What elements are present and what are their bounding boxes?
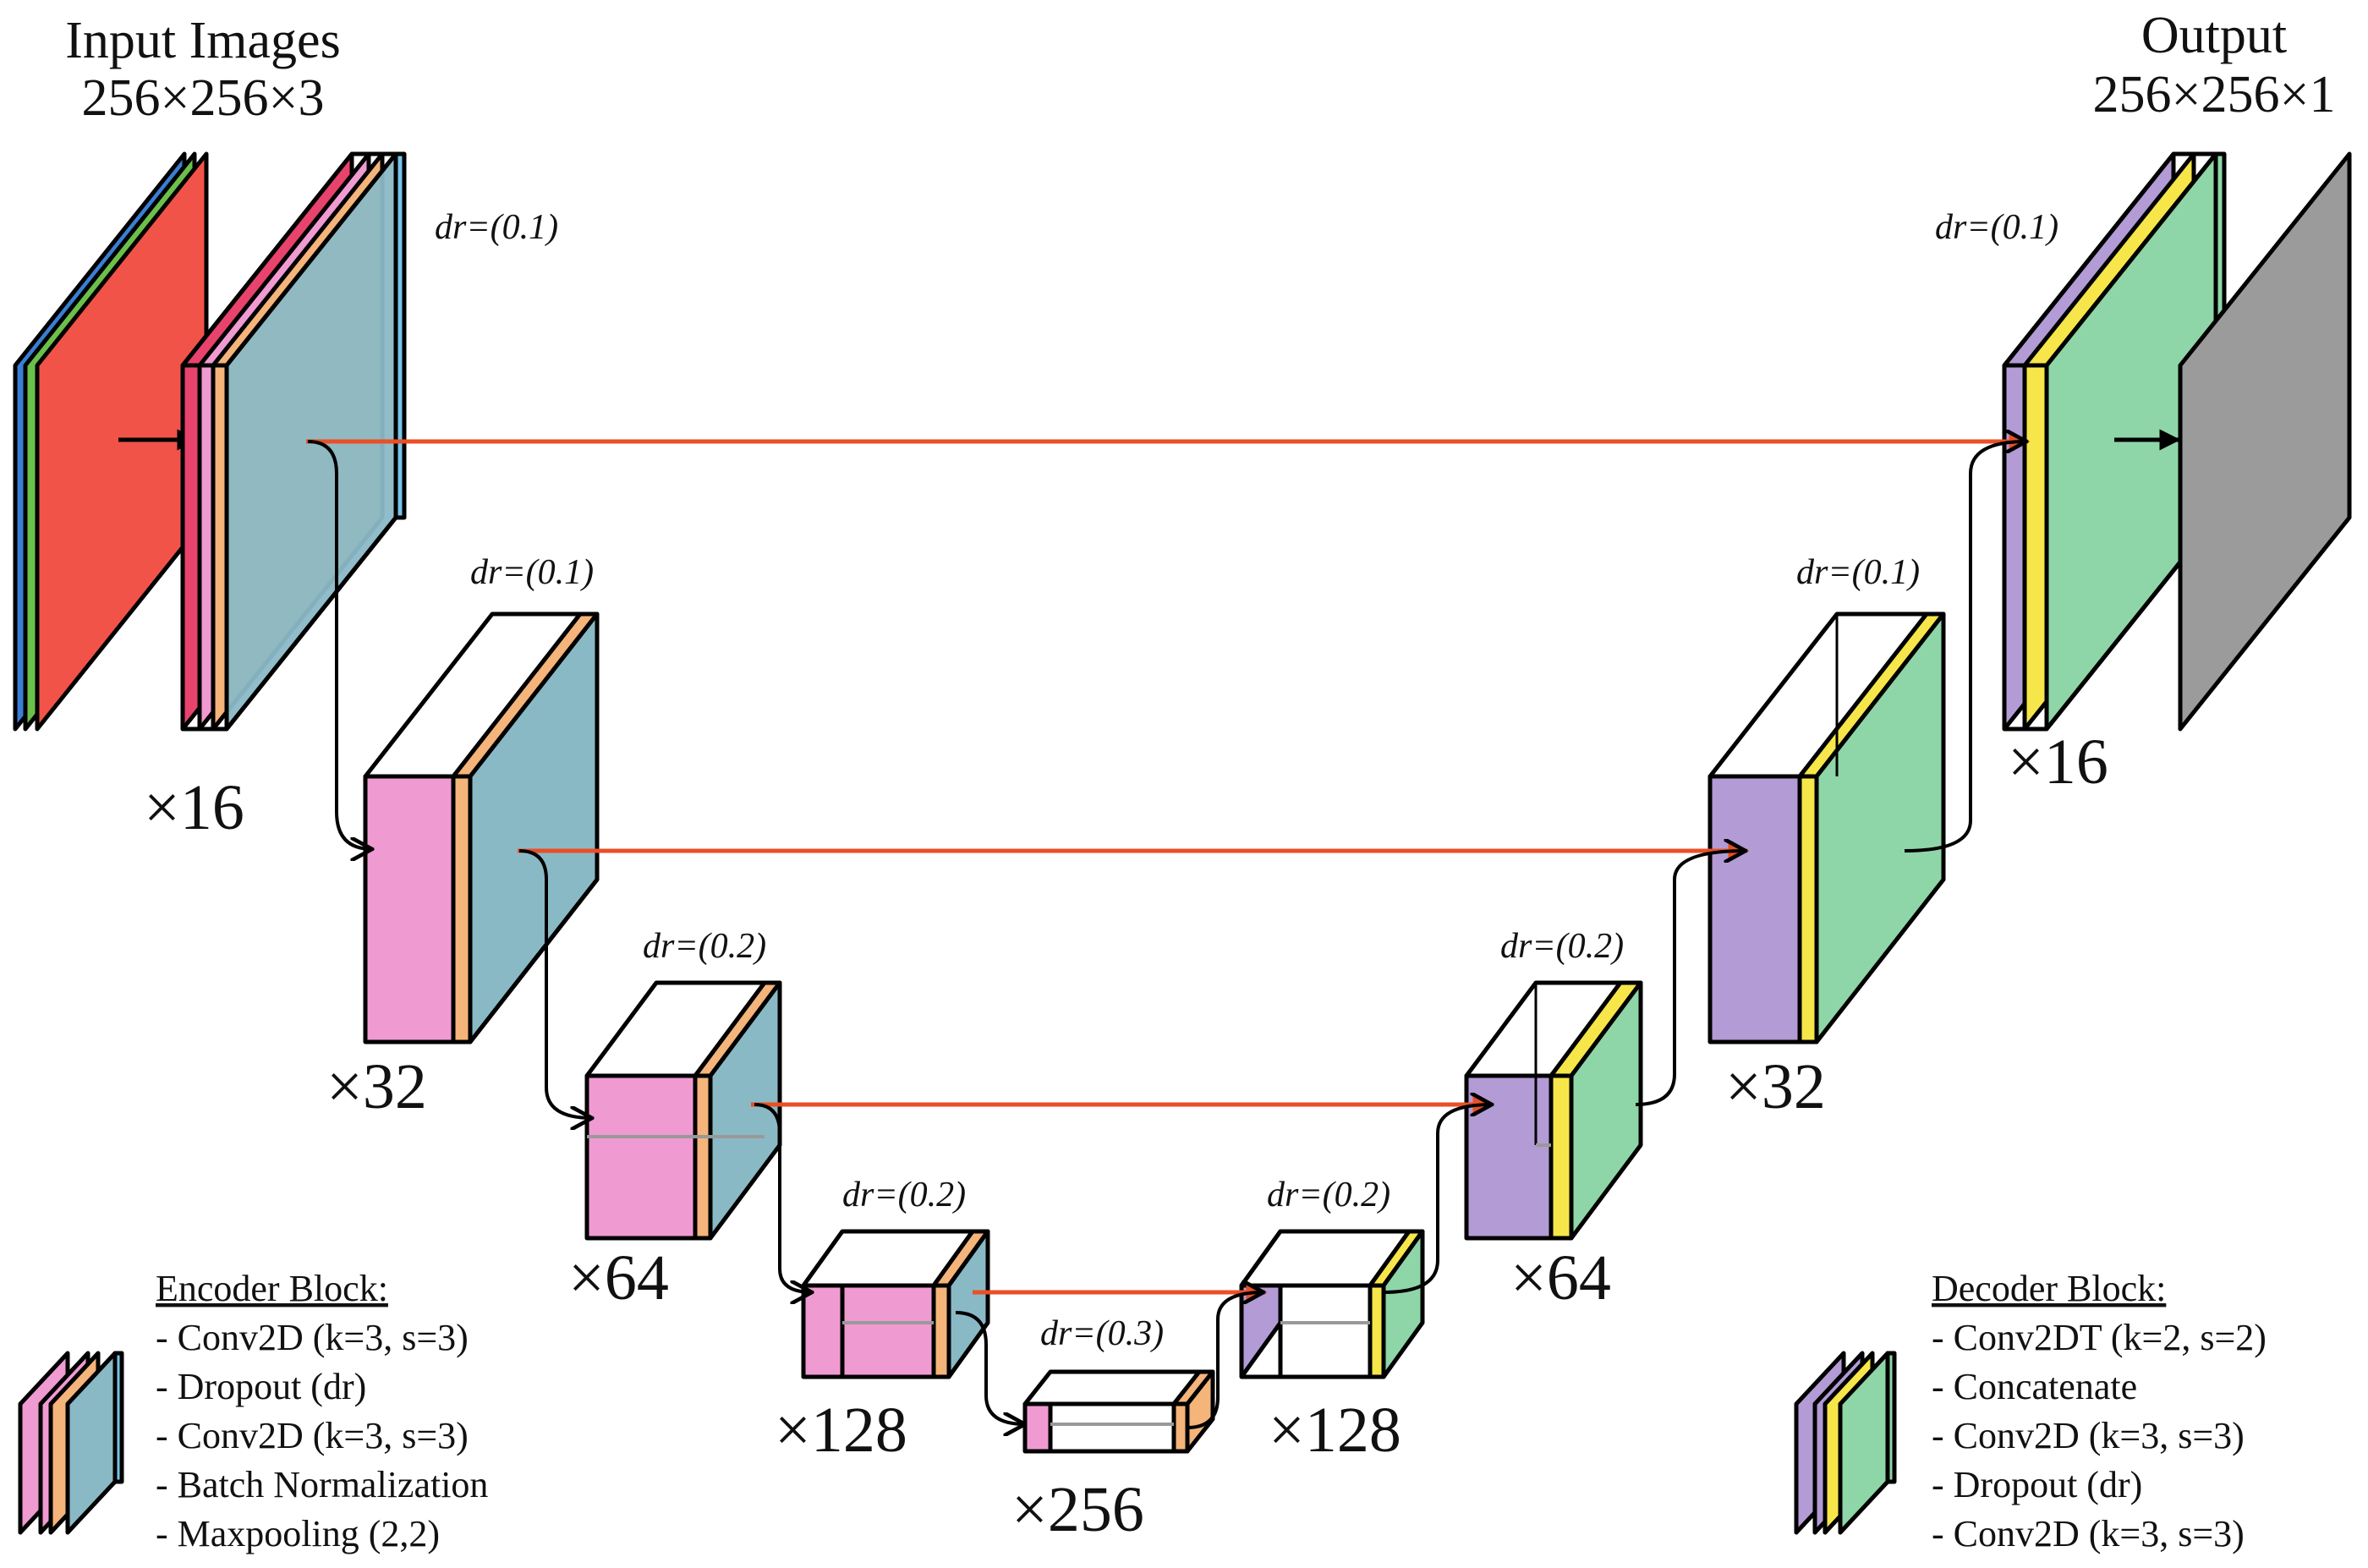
bottleneck-dropout: dr=(0.3): [1040, 1314, 1164, 1353]
legend-encoder-swatch: [18, 1351, 124, 1535]
flow-connectors: [307, 441, 2026, 1428]
input-title: Input Images: [65, 12, 340, 69]
legend-decoder-item: - Conv2D (k=3, s=3): [1932, 1513, 2245, 1554]
decoder-block-4: [2002, 151, 2227, 732]
encoder-block-3: [584, 980, 782, 1241]
encoder-1-dropout: dr=(0.1): [435, 208, 558, 247]
decoder-block-1: [1239, 1229, 1425, 1379]
legend-decoder-item: - Conv2DT (k=2, s=2): [1932, 1317, 2267, 1358]
input-image-stack: [13, 151, 209, 732]
encoder-1-filters: ×16: [144, 772, 244, 843]
encoder-2-dropout: dr=(0.1): [470, 553, 594, 592]
decoder-block-3: [1707, 611, 1946, 1044]
legend-decoder-swatch: [1794, 1351, 1897, 1535]
decoder-3-filters: ×32: [1725, 1051, 1826, 1122]
legend-encoder-item: - Maxpooling (2,2): [156, 1513, 440, 1554]
legend-decoder: Decoder Block: - Conv2DT (k=2, s=2) - Co…: [1794, 1268, 2267, 1554]
decoder-1-dropout: dr=(0.2): [1267, 1176, 1390, 1214]
decoder-2-dropout: dr=(0.2): [1500, 927, 1624, 966]
encoder-2-filters: ×32: [326, 1051, 427, 1122]
output-dims: 256×256×1: [2093, 66, 2336, 123]
decoder-3-dropout: dr=(0.1): [1796, 553, 1920, 592]
encoder-4-filters: ×128: [775, 1395, 907, 1466]
input-dims: 256×256×3: [82, 69, 325, 127]
bottleneck-filters: ×256: [1011, 1474, 1144, 1545]
encoder-3-dropout: dr=(0.2): [643, 927, 766, 966]
legend-encoder-title: Encoder Block:: [156, 1268, 388, 1309]
legend-decoder-item: - Concatenate: [1932, 1366, 2137, 1407]
legend-decoder-title: Decoder Block:: [1932, 1268, 2166, 1309]
legend-encoder-item: - Batch Normalization: [156, 1464, 488, 1505]
decoder-4-dropout: dr=(0.1): [1935, 208, 2058, 247]
decoder-4-filters: ×16: [2008, 726, 2108, 798]
encoder-block-4: [801, 1229, 990, 1379]
encoder-3-filters: ×64: [568, 1242, 669, 1313]
legend-decoder-item: - Conv2D (k=3, s=3): [1932, 1415, 2245, 1456]
legend-encoder-item: - Conv2D (k=3, s=3): [156, 1317, 469, 1358]
output-title: Output: [2141, 7, 2287, 64]
legend-encoder: Encoder Block: - Conv2D (k=3, s=3) - Dro…: [18, 1268, 488, 1554]
decoder-2-filters: ×64: [1510, 1242, 1611, 1313]
legend-decoder-item: - Dropout (dr): [1932, 1464, 2142, 1505]
encoder-4-dropout: dr=(0.2): [842, 1176, 966, 1214]
decoder-block-2: [1464, 980, 1643, 1241]
legend-encoder-item: - Dropout (dr): [156, 1366, 366, 1407]
encoder-block-2: [363, 611, 600, 1044]
bottleneck-block: [1022, 1369, 1215, 1454]
skip-connections: [306, 430, 2031, 1303]
decoder-1-filters: ×128: [1269, 1395, 1401, 1466]
output-mask: [2178, 151, 2352, 732]
legend-encoder-item: - Conv2D (k=3, s=3): [156, 1415, 469, 1456]
